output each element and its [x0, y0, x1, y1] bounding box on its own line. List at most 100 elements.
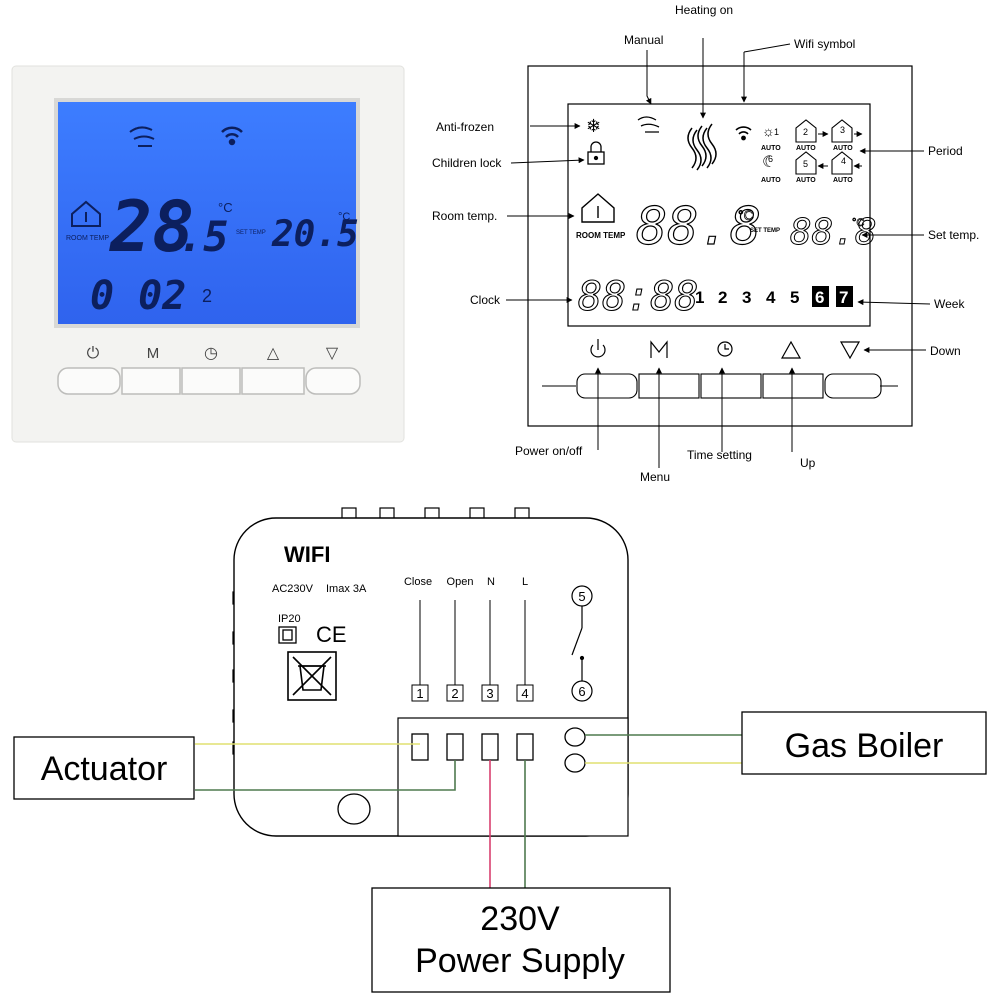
- lcd-menu-icon: [650, 340, 668, 358]
- lcd-diagram: ❄ ☼ ☾ 1 2 3: [432, 3, 979, 484]
- terminal-screw-2[interactable]: [446, 733, 464, 761]
- terminal-screw-1[interactable]: [411, 733, 429, 761]
- lcd-room-unit: °C: [738, 207, 754, 223]
- callout-week: Week: [934, 297, 965, 311]
- period-number-1: 1: [774, 127, 779, 137]
- photo-up-button[interactable]: [241, 367, 305, 395]
- week-day-6-highlight: [812, 286, 829, 307]
- lcd-menu-button[interactable]: [638, 373, 700, 399]
- backlit-lcd-screen: [58, 102, 356, 324]
- lcd-house-icon: [581, 193, 615, 223]
- terminal-screw-3[interactable]: [481, 733, 499, 761]
- terminal-label-open: Open: [447, 576, 474, 588]
- week-day-2: 2: [718, 288, 727, 307]
- week-day-4: 4: [766, 288, 776, 307]
- callout-room-temp: Room temp.: [432, 209, 497, 223]
- photo-time-button[interactable]: [181, 367, 241, 395]
- lcd-down-icon: [839, 341, 861, 360]
- house-icon: [71, 200, 101, 227]
- heating-waves-icon: [687, 123, 717, 171]
- lcd-power-icon: [590, 339, 606, 358]
- lcd-room-temp-digits: 88.8: [636, 197, 761, 257]
- relay-terminal-6[interactable]: [564, 753, 586, 773]
- callout-time-setting: Time setting: [687, 448, 752, 462]
- terminal-number-4: 4: [521, 686, 528, 701]
- callout-period: Period: [928, 144, 963, 158]
- callout-manual: Manual: [624, 33, 663, 47]
- gas-boiler-box: [741, 711, 987, 775]
- auto-label-1: AUTO: [761, 145, 781, 152]
- period-number-2: 2: [803, 127, 808, 137]
- ce-mark: CE: [316, 622, 347, 647]
- lcd-up-icon: [780, 340, 802, 359]
- wires: [195, 734, 742, 888]
- photo-power-button[interactable]: [57, 367, 121, 395]
- week-day-7: 7: [839, 288, 848, 307]
- callout-children-lock: Children lock: [432, 156, 502, 170]
- auto-label-2: AUTO: [796, 145, 816, 152]
- callout-up: Up: [800, 456, 816, 470]
- lcd-clock-icon: [717, 341, 733, 357]
- period-icons: [795, 119, 853, 175]
- week-day-6: 6: [815, 288, 824, 307]
- actuator-box: [13, 736, 195, 800]
- callout-power: Power on/off: [515, 444, 583, 458]
- week-day-7-highlight: [836, 286, 853, 307]
- terminal-label-close: Close: [404, 576, 432, 588]
- photo-menu-label: M: [147, 345, 160, 362]
- lcd-down-button[interactable]: [824, 373, 882, 399]
- auto-label-6: AUTO: [833, 177, 853, 184]
- lcd-up-button[interactable]: [762, 373, 824, 399]
- photo-clock-display: 0 02: [90, 273, 186, 319]
- photo-clock-label: ◷: [204, 345, 218, 362]
- callout-anti-frozen: Anti-frozen: [436, 120, 494, 134]
- lcd-power-button[interactable]: [576, 373, 638, 399]
- relay-terminal-5[interactable]: [564, 727, 586, 747]
- power-supply-box: [371, 887, 671, 993]
- padlock-icon: [587, 141, 605, 165]
- photo-up-label: △: [267, 345, 280, 362]
- rating-voltage: AC230V: [272, 583, 314, 595]
- week-day-1: 1: [695, 288, 704, 307]
- relay-switch-icon: [571, 606, 585, 681]
- lcd-clock-digits: 88:88: [578, 274, 698, 320]
- lcd-time-button[interactable]: [700, 373, 762, 399]
- relay-number-5: 5: [578, 589, 585, 604]
- photo-menu-button[interactable]: [121, 367, 181, 395]
- terminal-label-l: L: [522, 576, 528, 588]
- snowflake-icon: ❄: [586, 116, 601, 136]
- photo-set-temp-unit: °C: [338, 211, 350, 223]
- photo-down-label: ▽: [326, 345, 339, 362]
- photo-room-temp-decimal: .5: [178, 212, 229, 261]
- wifi-icon: [221, 126, 243, 146]
- relay-number-6: 6: [578, 684, 585, 699]
- sun-icon: ☼: [762, 123, 775, 139]
- gas-boiler-label: Gas Boiler: [785, 727, 944, 765]
- lcd-room-temp-label: ROOM TEMP: [576, 231, 626, 240]
- lcd-set-temp-label: SET TEMP: [750, 228, 780, 234]
- photo-set-temp-value: 20.5: [271, 214, 359, 255]
- callout-menu: Menu: [640, 470, 670, 484]
- terminal-screw-4[interactable]: [516, 733, 534, 761]
- terminal-number-3: 3: [486, 686, 493, 701]
- power-supply-voltage: 230V: [480, 900, 560, 938]
- photo-room-temp-unit: °C: [218, 200, 233, 215]
- photo-room-temp-value: 28: [109, 186, 194, 268]
- terminal-label-n: N: [487, 576, 495, 588]
- auto-label-4: AUTO: [761, 177, 781, 184]
- period-arrows: [817, 131, 863, 169]
- wiring-title: WIFI: [284, 542, 330, 567]
- mounting-hole: [337, 793, 371, 825]
- callout-wifi-symbol: Wifi symbol: [794, 37, 855, 51]
- hand-icon: [637, 116, 660, 133]
- period-number-6: 6: [768, 154, 773, 164]
- photo-set-temp-label: SET TEMP: [236, 230, 266, 236]
- photo-power-label: ⏻: [87, 345, 100, 362]
- lcd-set-unit: °C: [852, 217, 864, 229]
- photo-down-button[interactable]: [305, 367, 361, 395]
- period-number-4: 4: [841, 156, 846, 166]
- period-number-3: 3: [840, 125, 845, 135]
- ip-rating: IP20: [278, 613, 301, 625]
- week-day-3: 3: [742, 288, 751, 307]
- terminal-block: [397, 717, 629, 837]
